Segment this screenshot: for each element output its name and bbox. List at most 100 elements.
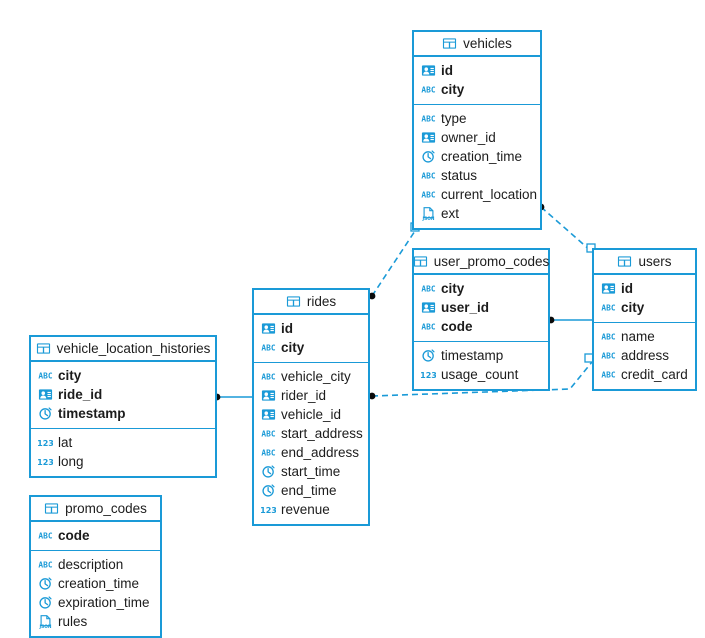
primary-key-row[interactable]: user_id xyxy=(414,298,548,317)
abc-text-icon: ABC xyxy=(421,115,435,124)
field-label: city xyxy=(58,367,82,383)
123-number-icon: 123 xyxy=(38,439,53,448)
svg-text:ABC: ABC xyxy=(421,115,435,124)
field-row[interactable]: 123lat xyxy=(31,433,215,452)
relationship-vehicle-location-histories-to-rides[interactable] xyxy=(213,393,252,401)
svg-text:ABC: ABC xyxy=(38,561,52,570)
field-row[interactable]: 123usage_count xyxy=(414,365,548,384)
svg-text:ABC: ABC xyxy=(38,532,52,541)
primary-key-row[interactable]: ride_id xyxy=(31,385,215,404)
key-id-icon xyxy=(421,302,436,313)
field-row[interactable]: creation_time xyxy=(31,574,160,593)
123-number-icon: 123 xyxy=(38,458,53,467)
entity-header-users[interactable]: users xyxy=(594,250,695,275)
abc-text-icon: ABC xyxy=(601,352,615,361)
field-label: ext xyxy=(441,205,460,221)
clock-icon xyxy=(262,465,275,478)
svg-text:ABC: ABC xyxy=(601,371,615,380)
field-label: code xyxy=(441,318,473,334)
primary-key-row[interactable]: id xyxy=(254,319,368,338)
field-label: revenue xyxy=(281,501,330,517)
field-row[interactable]: ABC type xyxy=(414,109,540,128)
key-id-icon xyxy=(421,65,436,76)
svg-text:JSON: JSON xyxy=(39,624,52,629)
field-row[interactable]: timestamp xyxy=(414,346,548,365)
entity-header-promo_codes[interactable]: promo_codes xyxy=(31,497,160,522)
entity-header-vehicles[interactable]: vehicles xyxy=(414,32,540,57)
svg-text:ABC: ABC xyxy=(261,373,275,382)
table-icon xyxy=(443,38,457,49)
entity-header-vehicle_location_histories[interactable]: vehicle_location_histories xyxy=(31,337,215,362)
field-row[interactable]: creation_time xyxy=(414,147,540,166)
abc-text-icon: ABC xyxy=(261,449,275,458)
field-label: type xyxy=(441,110,467,126)
field-label: name xyxy=(621,328,655,344)
table-icon xyxy=(618,256,632,267)
field-row[interactable]: rider_id xyxy=(254,386,368,405)
table-icon xyxy=(413,256,427,267)
entity-header-user_promo_codes[interactable]: user_promo_codes xyxy=(413,250,549,275)
field-label: owner_id xyxy=(441,129,496,145)
key-id-icon xyxy=(601,283,616,294)
field-row[interactable]: 123long xyxy=(31,452,215,471)
primary-key-row[interactable]: id xyxy=(414,61,540,80)
svg-text:JSON: JSON xyxy=(422,216,435,221)
abc-text-icon: ABC xyxy=(261,430,275,439)
field-row[interactable]: ABC name xyxy=(594,327,695,346)
field-label: creation_time xyxy=(58,575,140,591)
field-label: start_address xyxy=(281,425,363,441)
svg-text:ABC: ABC xyxy=(421,323,435,332)
key-id-icon xyxy=(261,409,276,420)
field-row[interactable]: expiration_time xyxy=(31,593,160,612)
entity-title: vehicles xyxy=(463,35,512,51)
column-group: timestamp123usage_count xyxy=(414,342,548,389)
relationship-line xyxy=(371,230,416,297)
field-row[interactable]: 123revenue xyxy=(254,500,368,519)
field-row[interactable]: ABC start_address xyxy=(254,424,368,443)
svg-text:ABC: ABC xyxy=(601,333,615,342)
relationship-vehicles-to-users[interactable] xyxy=(537,203,596,253)
field-row[interactable]: vehicle_id xyxy=(254,405,368,424)
field-row[interactable]: JSON rules xyxy=(31,612,160,631)
relationship-user-promo-codes-to-users[interactable] xyxy=(547,316,592,324)
primary-key-row[interactable]: ABC code xyxy=(414,317,548,336)
key-id-icon xyxy=(38,389,53,400)
entity-title: users xyxy=(638,253,672,269)
primary-key-row[interactable]: id xyxy=(594,279,695,298)
field-label: rules xyxy=(58,613,88,629)
primary-key-row[interactable]: timestamp xyxy=(31,404,215,423)
field-row[interactable]: JSON ext xyxy=(414,204,540,223)
field-label: credit_card xyxy=(621,366,688,382)
field-row[interactable]: owner_id xyxy=(414,128,540,147)
field-label: city xyxy=(441,280,465,296)
entity-header-rides[interactable]: rides xyxy=(254,290,368,315)
field-row[interactable]: end_time xyxy=(254,481,368,500)
svg-text:ABC: ABC xyxy=(421,191,435,200)
field-row[interactable]: ABC credit_card xyxy=(594,365,695,384)
field-row[interactable]: start_time xyxy=(254,462,368,481)
